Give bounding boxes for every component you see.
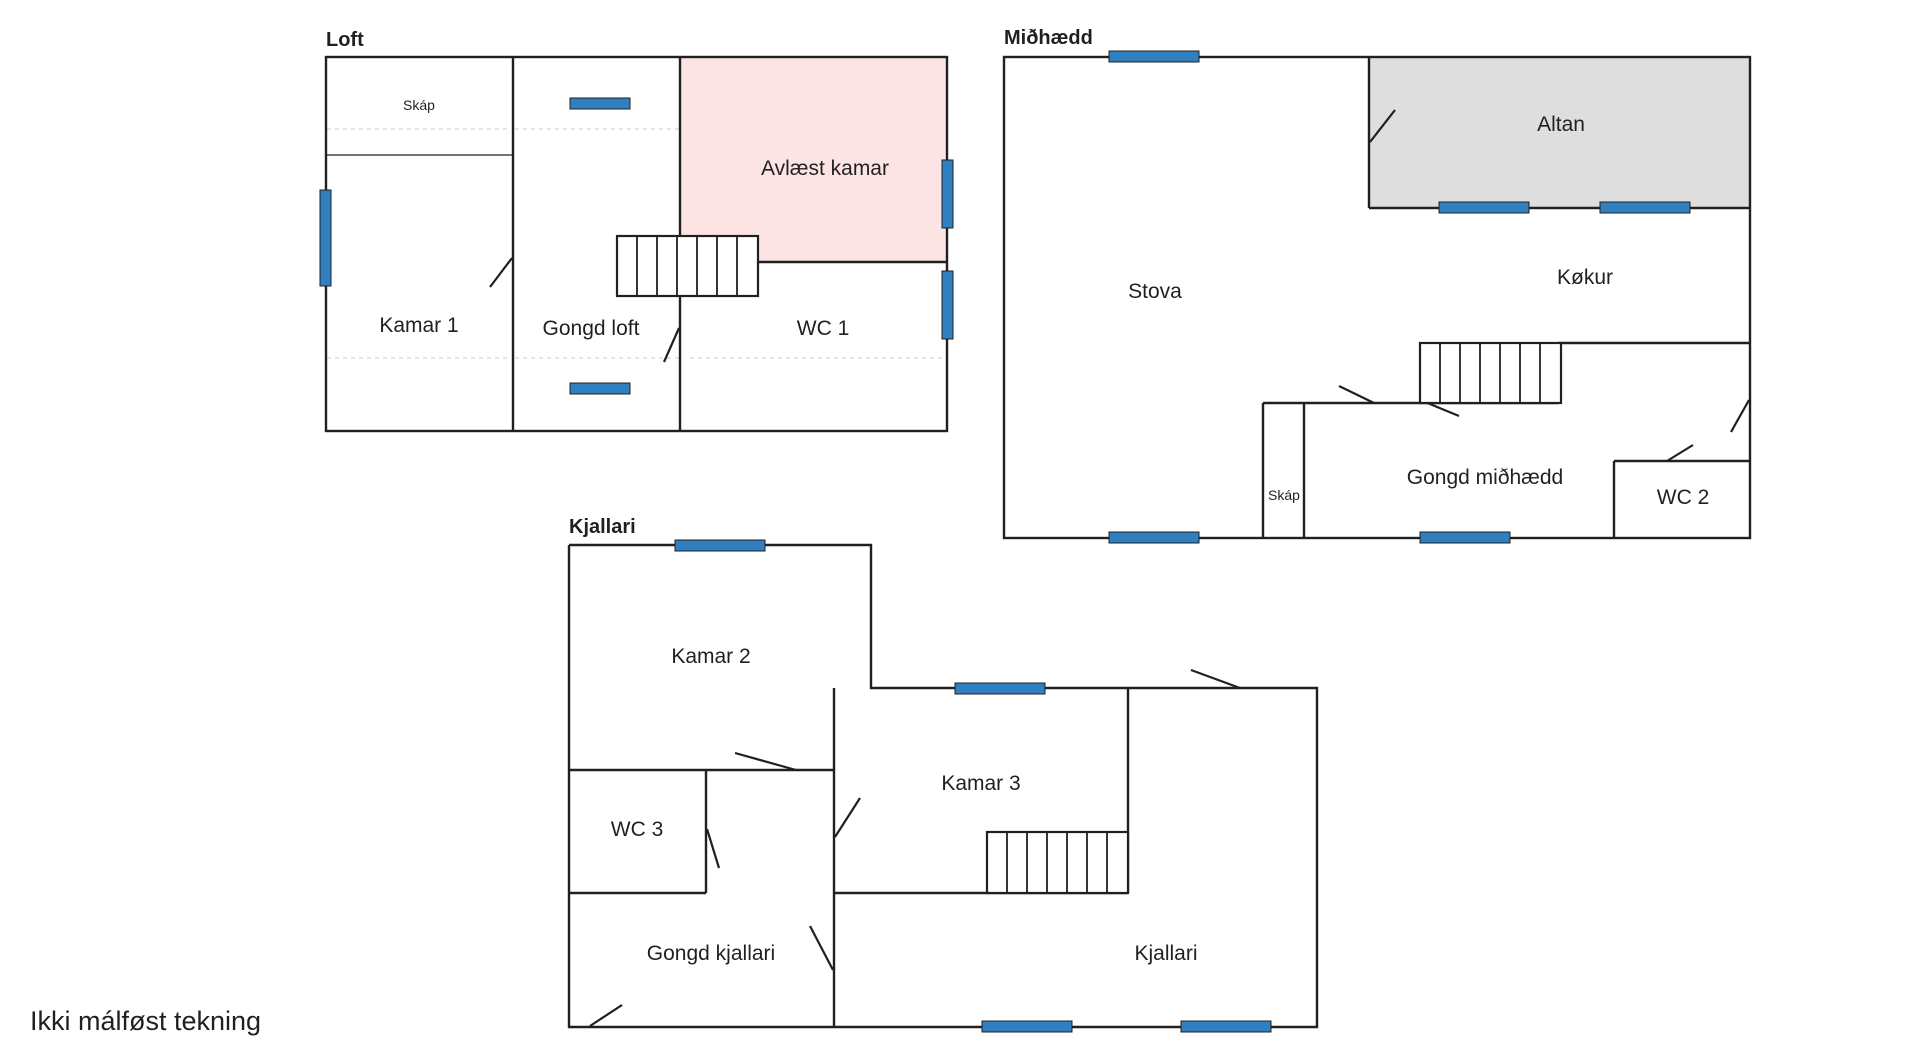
window bbox=[981, 1020, 1073, 1033]
room-label-wc-1: WC 1 bbox=[797, 317, 850, 340]
door bbox=[809, 925, 834, 971]
door bbox=[1190, 668, 1241, 690]
room-label-kokur: Køkur bbox=[1557, 266, 1613, 289]
door bbox=[1424, 400, 1460, 418]
midhaedd-floor: Miðhædd Altan Stova Køkur Skáp Gongd mið… bbox=[1002, 27, 1752, 544]
floor-title-kjallari: Kjallari bbox=[569, 516, 636, 538]
room-label-altan: Altan bbox=[1537, 113, 1585, 136]
floor-title-midhaedd: Miðhædd bbox=[1004, 27, 1093, 49]
window bbox=[674, 539, 766, 552]
room-label-gongd-kjallari: Gongd kjallari bbox=[647, 942, 775, 965]
window bbox=[941, 159, 954, 229]
room-label-gongd-midhaedd: Gongd miðhædd bbox=[1407, 466, 1563, 489]
door bbox=[589, 1004, 623, 1027]
room-label-gongd-loft: Gongd loft bbox=[543, 317, 640, 340]
door bbox=[734, 751, 797, 772]
room-label-closet: Skáp bbox=[403, 97, 435, 113]
door bbox=[489, 257, 513, 288]
door bbox=[834, 797, 861, 838]
window bbox=[319, 189, 332, 287]
locked-room-fill bbox=[680, 57, 946, 262]
window bbox=[1438, 201, 1530, 214]
window bbox=[941, 270, 954, 340]
room-label-stova: Stova bbox=[1128, 280, 1182, 303]
room-label-kamar-2: Kamar 2 bbox=[671, 645, 750, 668]
loft-stairs bbox=[615, 234, 760, 298]
room-label-kamar-1: Kamar 1 bbox=[379, 314, 458, 337]
floor-title-loft: Loft bbox=[326, 29, 364, 51]
balcony-fill bbox=[1369, 57, 1750, 208]
not-to-scale-note: Ikki málføst tekning bbox=[30, 1006, 261, 1036]
kjallari-stairs bbox=[985, 830, 1130, 895]
window bbox=[1180, 1020, 1272, 1033]
door bbox=[1730, 399, 1750, 433]
door bbox=[1369, 109, 1396, 143]
window bbox=[1599, 201, 1691, 214]
door bbox=[1666, 444, 1694, 462]
window bbox=[569, 97, 631, 110]
midhaedd-outer-wall bbox=[1002, 55, 1752, 540]
room-label-kjallari: Kjallari bbox=[1134, 942, 1197, 965]
window bbox=[1419, 531, 1511, 544]
window bbox=[569, 382, 631, 395]
door bbox=[705, 828, 721, 869]
door bbox=[1338, 385, 1375, 404]
room-label-wc-3: WC 3 bbox=[611, 818, 664, 841]
room-label-closet: Skáp bbox=[1268, 487, 1300, 503]
door bbox=[662, 327, 681, 363]
window bbox=[1108, 531, 1200, 544]
loft-floor: Loft Skáp Kamar 1 Gongd loft Avlæst kama… bbox=[319, 29, 954, 433]
room-label-wc-2: WC 2 bbox=[1657, 486, 1710, 509]
room-label-kamar-3: Kamar 3 bbox=[941, 772, 1020, 795]
midhaedd-stairs bbox=[1418, 341, 1563, 405]
window bbox=[1108, 50, 1200, 63]
kjallari-outer-wall bbox=[567, 543, 1319, 1029]
window bbox=[954, 682, 1046, 695]
kjallari-floor: Kjallari Kamar 2 Kamar 3 WC 3 Gongd kjal… bbox=[567, 516, 1319, 1033]
room-label-avlaest-kamar: Avlæst kamar bbox=[761, 157, 889, 180]
